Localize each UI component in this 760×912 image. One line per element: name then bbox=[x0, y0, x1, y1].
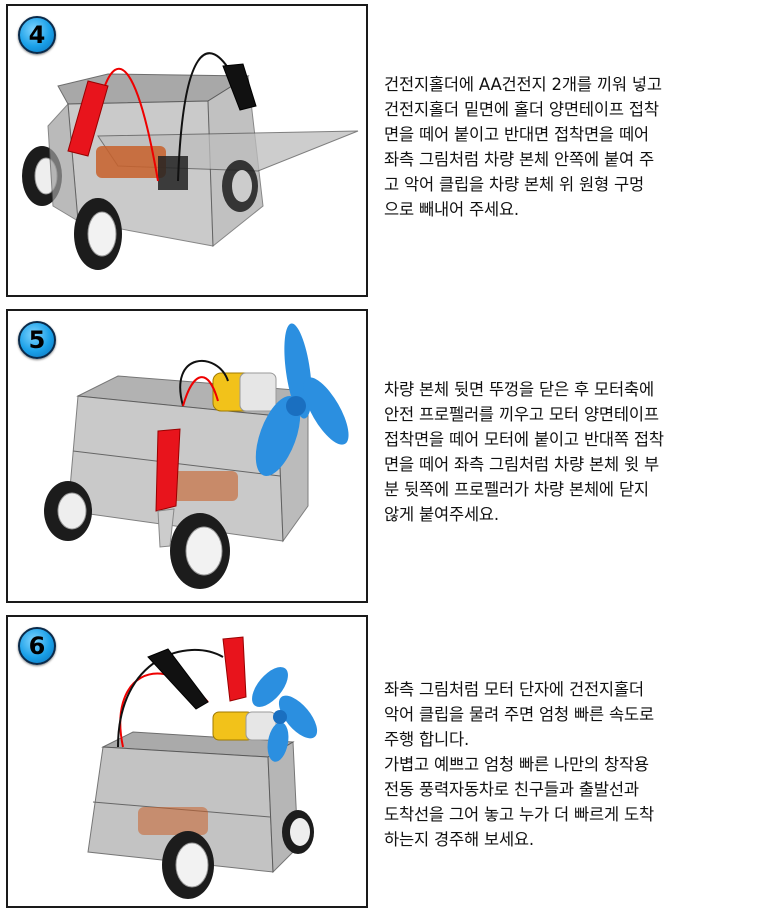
front-wheel bbox=[170, 513, 230, 589]
step-5-description: 차량 본체 뒷면 뚜껑을 닫은 후 모터축에 안전 프로펠러를 끼우고 모터 양… bbox=[384, 380, 664, 524]
step-6-description: 좌측 그림처럼 모터 단자에 건전지홀더 악어 클립을 물려 주면 엄청 빠른 … bbox=[384, 680, 654, 849]
motor bbox=[212, 372, 277, 412]
step-4-illustration-frame: 4 bbox=[6, 4, 368, 297]
rear-right-wheel bbox=[222, 160, 258, 212]
step-4-description: 건전지홀더에 AA건전지 2개를 끼워 넣고 건전지홀더 밑면에 홀더 양면테이… bbox=[384, 75, 662, 219]
step-4-number-badge: 4 bbox=[18, 16, 56, 54]
motor bbox=[212, 711, 277, 741]
rear-wheel bbox=[44, 481, 92, 541]
black-alligator-clip bbox=[147, 648, 209, 710]
battery-holder bbox=[168, 471, 238, 501]
red-alligator-clip bbox=[67, 80, 109, 157]
step-6-illustration-frame: 6 bbox=[6, 615, 368, 908]
step-5-number-badge: 5 bbox=[18, 321, 56, 359]
step-5-illustration bbox=[44, 323, 349, 589]
red-alligator-clip bbox=[155, 428, 181, 548]
step-5-illustration-frame: 5 bbox=[6, 309, 368, 603]
step-4-illustration bbox=[22, 52, 359, 270]
black-alligator-clip bbox=[222, 63, 257, 111]
propeller bbox=[255, 323, 349, 476]
battery-holder bbox=[96, 146, 188, 190]
red-alligator-clip bbox=[222, 636, 247, 702]
front-wheel bbox=[74, 198, 122, 270]
propeller bbox=[252, 667, 318, 762]
step-6-illustration bbox=[87, 636, 318, 899]
front-wheel bbox=[162, 831, 214, 899]
step-6-number-badge: 6 bbox=[18, 627, 56, 665]
battery-holder bbox=[138, 807, 208, 835]
rear-wheel bbox=[282, 810, 314, 854]
